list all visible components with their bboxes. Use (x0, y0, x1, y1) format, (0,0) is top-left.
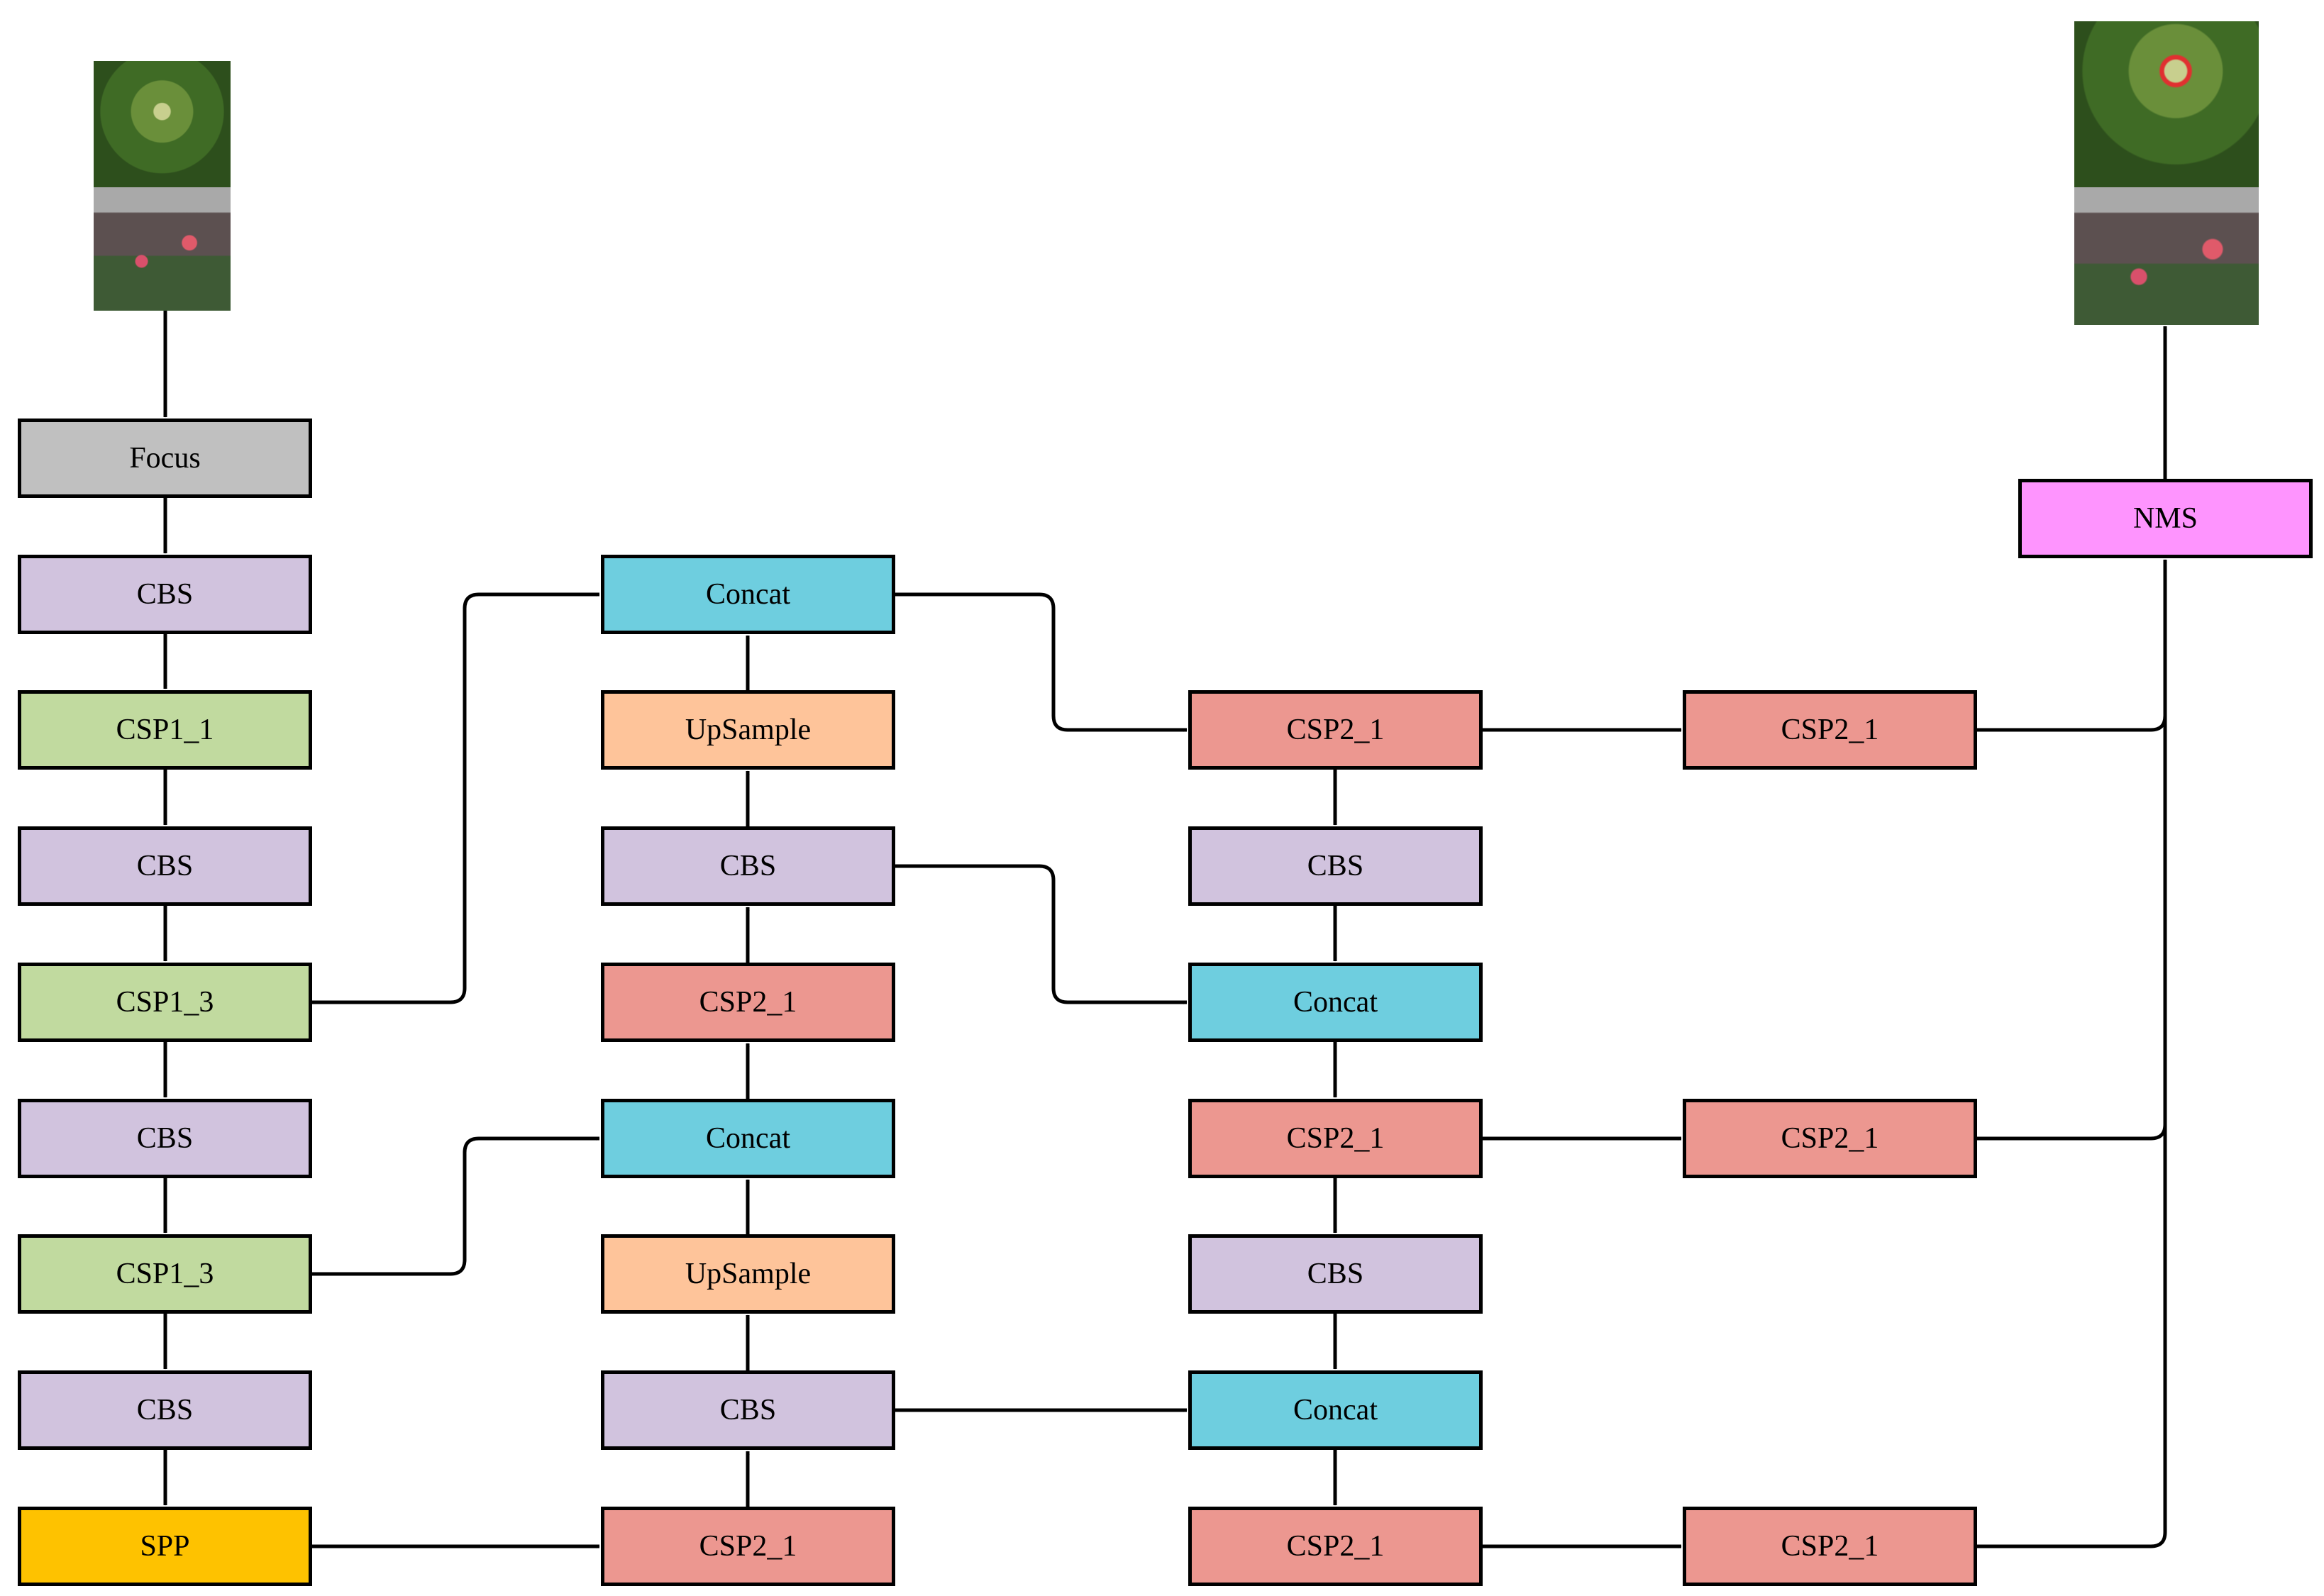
edge-csp13b-to-concat2 (312, 1136, 600, 1276)
neck-cbs-label-2: CBS (719, 1394, 777, 1426)
pan-csp2-label-3: CSP2_1 (1286, 1530, 1385, 1563)
edge-concat1-to-pan-csp2 (895, 592, 1188, 732)
output-image (2074, 21, 2259, 325)
neck-csp2-block-1: CSP2_1 (601, 963, 895, 1042)
edge-head-1-to-bus (1977, 715, 2167, 732)
pan-csp2-block-1: CSP2_1 (1188, 690, 1483, 770)
spp-label: SPP (140, 1530, 190, 1563)
pan-cbs-label-1: CBS (1307, 850, 1364, 882)
head-csp2-label-3: CSP2_1 (1781, 1530, 1879, 1563)
neck-cbs-block-1: CBS (601, 826, 895, 906)
neck-upsample-label-1: UpSample (685, 714, 812, 746)
pan-cbs-block-1: CBS (1188, 826, 1483, 906)
pan-csp2-block-2: CSP2_1 (1188, 1099, 1483, 1178)
neck-cbs-block-2: CBS (601, 1370, 895, 1450)
neck-concat-label-2: Concat (706, 1122, 790, 1155)
output-image-top-detection (2074, 21, 2259, 187)
backbone-csp1-1-label: CSP1_1 (116, 714, 214, 746)
backbone-cbs-label-4: CBS (136, 1394, 194, 1426)
edge-csp13a-to-concat1 (312, 592, 600, 1004)
focus-block: Focus (18, 419, 312, 498)
backbone-csp1-3-block-a: CSP1_3 (18, 963, 312, 1042)
head-csp2-label-1: CSP2_1 (1781, 714, 1879, 746)
neck-csp2-label-2: CSP2_1 (699, 1530, 797, 1563)
neck-csp2-label-1: CSP2_1 (699, 986, 797, 1019)
head-csp2-block-3: CSP2_1 (1683, 1507, 1977, 1586)
neck-concat-block-1: Concat (601, 555, 895, 634)
output-image-bottom-detection (2074, 187, 2259, 325)
backbone-csp1-3-block-b: CSP1_3 (18, 1234, 312, 1314)
spp-block: SPP (18, 1507, 312, 1586)
input-image-top-apple (94, 61, 231, 187)
neck-upsample-label-2: UpSample (685, 1258, 812, 1290)
edge-head-2-to-bus (1977, 1124, 2167, 1141)
backbone-cbs-label-3: CBS (136, 1122, 194, 1155)
neck-upsample-block-1: UpSample (601, 690, 895, 770)
input-image (94, 61, 231, 311)
nms-block: NMS (2018, 479, 2313, 558)
edge-neck-cbs1-to-pan-concat1 (895, 864, 1188, 1004)
pan-cbs-block-2: CBS (1188, 1234, 1483, 1314)
pan-concat-label-2: Concat (1293, 1394, 1378, 1426)
backbone-cbs-block-4: CBS (18, 1370, 312, 1450)
backbone-csp1-3-label-b: CSP1_3 (116, 1258, 214, 1290)
backbone-cbs-block-1: CBS (18, 555, 312, 634)
pan-concat-block-2: Concat (1188, 1370, 1483, 1450)
backbone-csp1-3-label-a: CSP1_3 (116, 986, 214, 1019)
input-image-bottom-tree (94, 187, 231, 311)
neck-cbs-label-1: CBS (719, 850, 777, 882)
pan-csp2-label-1: CSP2_1 (1286, 714, 1385, 746)
focus-label: Focus (129, 442, 201, 475)
neck-upsample-block-2: UpSample (601, 1234, 895, 1314)
edge-head-3-to-bus (1977, 1531, 2167, 1548)
neck-concat-block-2: Concat (601, 1099, 895, 1178)
pan-concat-block-1: Concat (1188, 963, 1483, 1042)
backbone-cbs-block-2: CBS (18, 826, 312, 906)
backbone-cbs-block-3: CBS (18, 1099, 312, 1178)
nms-label: NMS (2132, 502, 2198, 535)
backbone-cbs-label-1: CBS (136, 578, 194, 611)
head-csp2-block-1: CSP2_1 (1683, 690, 1977, 770)
head-csp2-block-2: CSP2_1 (1683, 1099, 1977, 1178)
pan-csp2-block-3: CSP2_1 (1188, 1507, 1483, 1586)
neck-concat-label-1: Concat (706, 578, 790, 611)
pan-cbs-label-2: CBS (1307, 1258, 1364, 1290)
pan-concat-label-1: Concat (1293, 986, 1378, 1019)
backbone-cbs-label-2: CBS (136, 850, 194, 882)
neck-csp2-block-2: CSP2_1 (601, 1507, 895, 1586)
pan-csp2-label-2: CSP2_1 (1286, 1122, 1385, 1155)
backbone-csp1-1-block: CSP1_1 (18, 690, 312, 770)
head-csp2-label-2: CSP2_1 (1781, 1122, 1879, 1155)
